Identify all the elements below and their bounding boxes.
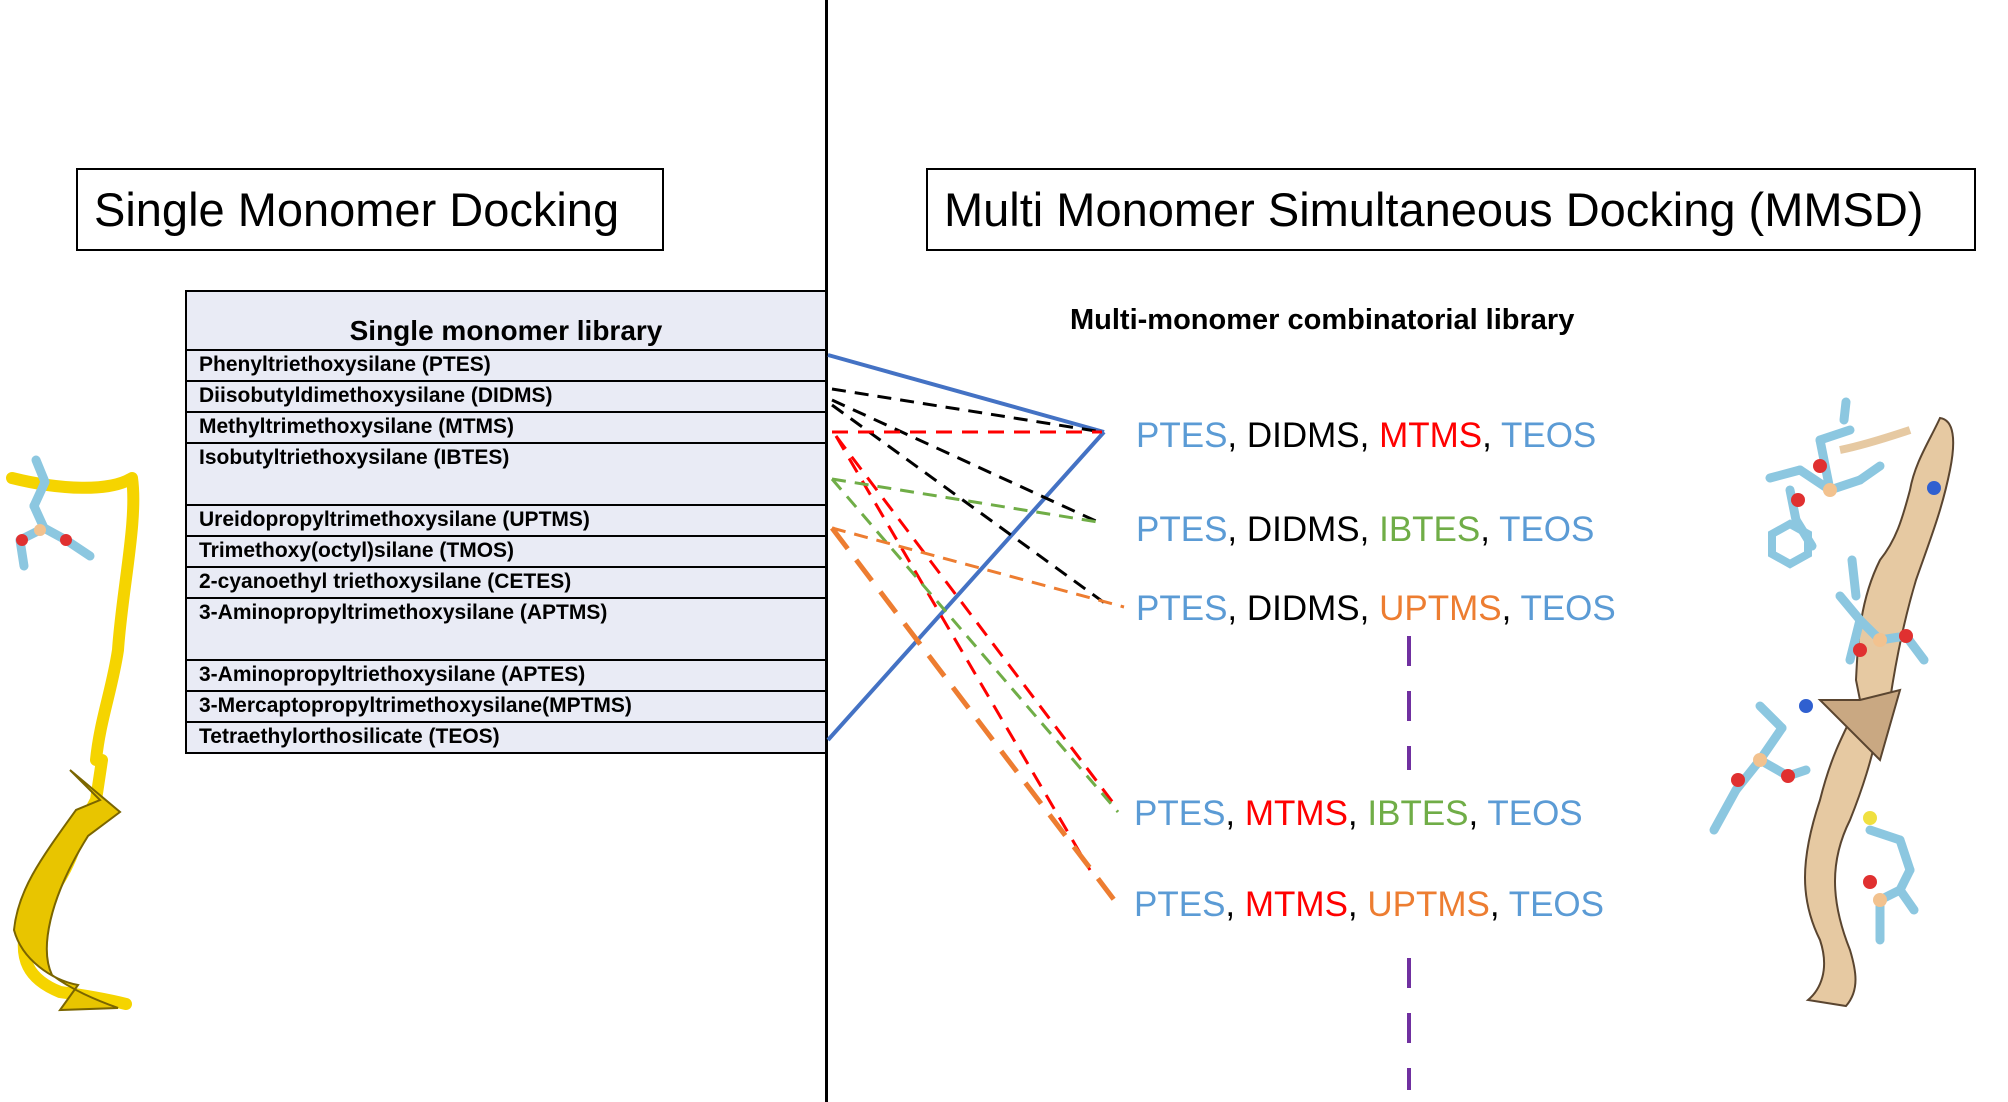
library-row-ptes: Phenyltriethoxysilane (PTES): [187, 349, 825, 380]
combo-2: PTES, DIDMS, IBTES, TEOS: [1136, 512, 1594, 547]
library-row-ibtes: Isobutyltriethoxysilane (IBTES): [187, 442, 825, 504]
monomer-mtms: MTMS: [1244, 794, 1348, 833]
library-row-aptms: 3-Aminopropyltrimethoxysilane (APTMS): [187, 597, 825, 659]
combo-separator: ,: [1359, 589, 1380, 628]
library-row-mtms: Methyltrimethoxysilane (MTMS): [187, 411, 825, 442]
single-monomer-library-table: Single monomer library Phenyltriethoxysi…: [185, 290, 827, 754]
didms-connectors: [831, 387, 1107, 606]
mmsd-title: Multi Monomer Simultaneous Docking (MMSD…: [926, 168, 1976, 251]
ptes-connector: [827, 353, 1105, 434]
ibtes-connectors: [830, 477, 1120, 813]
single-monomer-library-title: Single monomer library: [349, 315, 663, 346]
monomer-ibtes: IBTES: [1379, 510, 1481, 549]
combo-separator: ,: [1347, 885, 1368, 924]
uptms-thick-connector: [830, 526, 1120, 907]
monomer-uptms: UPTMS: [1367, 885, 1490, 924]
library-row-tmos: Trimethoxy(octyl)silane (TMOS): [187, 535, 825, 566]
combo-separator: ,: [1359, 416, 1380, 455]
combo-4: PTES, MTMS, IBTES, TEOS: [1134, 796, 1583, 831]
library-row-uptms: Ureidopropyltrimethoxysilane (UPTMS): [187, 504, 825, 535]
library-row-cetes: 2-cyanoethyl triethoxysilane (CETES): [187, 566, 825, 597]
library-row-aptes: 3-Aminopropyltriethoxysilane (APTES): [187, 659, 825, 690]
combo-separator: ,: [1501, 589, 1521, 628]
teos-connector: [826, 430, 1106, 742]
monomer-didms: DIDMS: [1246, 416, 1360, 455]
combo-separator: ,: [1227, 416, 1247, 455]
combo-separator: ,: [1225, 885, 1245, 924]
combo-separator: ,: [1359, 510, 1380, 549]
uptms-connectors: [831, 526, 1125, 609]
monomer-ptes: PTES: [1136, 416, 1228, 455]
multi-monomer-library-title: Multi-monomer combinatorial library: [1070, 304, 1575, 336]
monomer-ptes: PTES: [1134, 794, 1226, 833]
monomer-ptes: PTES: [1136, 589, 1228, 628]
monomer-ptes: PTES: [1134, 885, 1226, 924]
monomer-didms: DIDMS: [1246, 589, 1360, 628]
combo-separator: ,: [1482, 416, 1501, 455]
combo-separator: ,: [1227, 589, 1247, 628]
monomer-teos: TEOS: [1500, 416, 1597, 455]
combo-1: PTES, DIDMS, MTMS, TEOS: [1136, 418, 1596, 453]
combo-separator: ,: [1225, 794, 1245, 833]
monomer-ptes: PTES: [1136, 510, 1228, 549]
connector-lines: [826, 353, 1125, 907]
combo-separator: ,: [1468, 794, 1488, 833]
monomer-mtms: MTMS: [1379, 416, 1483, 455]
mtms-connectors: [832, 430, 1116, 871]
combo-3: PTES, DIDMS, UPTMS, TEOS: [1136, 591, 1616, 626]
monomer-didms: DIDMS: [1246, 510, 1360, 549]
monomer-teos: TEOS: [1487, 794, 1583, 833]
monomer-ibtes: IBTES: [1367, 794, 1469, 833]
library-row-didms: Diisobutyldimethoxysilane (DIDMS): [187, 380, 825, 411]
library-row-teos: Tetraethylorthosilicate (TEOS): [187, 721, 825, 752]
right-peptide-model: [1709, 397, 1955, 1008]
monomer-uptms: UPTMS: [1379, 589, 1502, 628]
combo-separator: ,: [1480, 510, 1500, 549]
monomer-teos: TEOS: [1499, 510, 1595, 549]
monomer-teos: TEOS: [1508, 885, 1604, 924]
monomer-mtms: MTMS: [1244, 885, 1348, 924]
monomer-teos: TEOS: [1520, 589, 1616, 628]
combo-5: PTES, MTMS, UPTMS, TEOS: [1134, 887, 1604, 922]
library-row-mptms: 3-Mercaptopropyltrimethoxysilane(MPTMS): [187, 690, 825, 721]
combo-separator: ,: [1227, 510, 1247, 549]
combo-separator: ,: [1489, 885, 1509, 924]
left-peptide-model: [6, 455, 140, 1012]
single-monomer-docking-title: Single Monomer Docking: [76, 168, 664, 251]
combo-separator: ,: [1347, 794, 1368, 833]
